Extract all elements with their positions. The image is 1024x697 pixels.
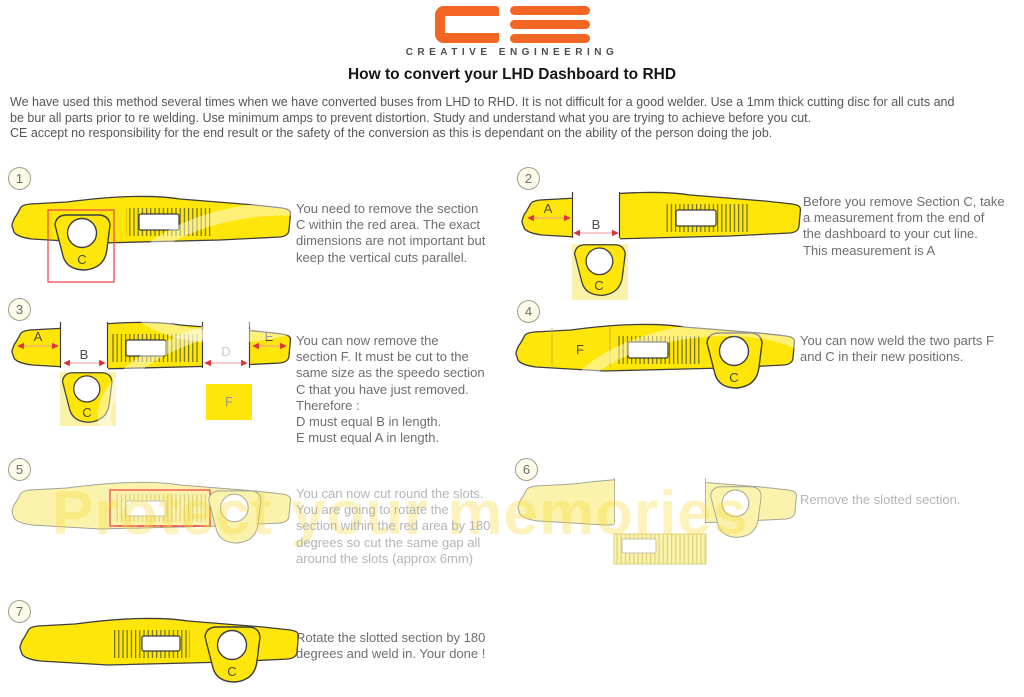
label-c: C [594, 278, 603, 293]
speedo-pod [710, 486, 762, 538]
logo-c-icon [434, 6, 499, 43]
label-f: F [576, 342, 584, 357]
step-5-text: You can now cut round the slots. You are… [296, 486, 491, 566]
radio-slot [138, 213, 180, 231]
step-2-badge: 2 [517, 167, 540, 190]
label-b: B [80, 347, 89, 362]
radio-slot [141, 635, 181, 652]
radio-slot [125, 500, 167, 517]
step-7-diagram: C [19, 617, 300, 683]
label-c: C [729, 370, 738, 385]
step-6-diagram [517, 476, 797, 565]
dashboard-body [521, 191, 802, 240]
radio-slot [125, 339, 167, 357]
ce-logo-icon [434, 6, 590, 43]
step-4-badge: 4 [517, 300, 540, 323]
label-c: C [227, 664, 236, 679]
red-cut-area [109, 489, 211, 527]
step-6-badge: 6 [515, 458, 538, 481]
step-4-text: You can now weld the two parts F and C i… [800, 333, 994, 365]
step-7-badge: 7 [8, 600, 31, 623]
page-title: How to convert your LHD Dashboard to RHD [347, 66, 677, 83]
red-cut-area [47, 209, 115, 283]
step-3-text: You can now remove the section F. It mus… [296, 333, 485, 446]
label-a: A [544, 201, 553, 216]
cut-gap [614, 476, 706, 526]
step-4-diagram: F C [515, 323, 796, 389]
step-2-text: Before you remove Section C, take a meas… [803, 194, 1005, 258]
label-b: B [592, 217, 601, 232]
step-1-text: You need to remove the section C within … [296, 201, 486, 265]
radio-slot [621, 538, 657, 554]
step-5-badge: 5 [8, 458, 31, 481]
radio-slot [627, 341, 669, 359]
label-c: C [82, 405, 91, 420]
brand-name: CREATIVE ENGINEERING [405, 47, 619, 58]
step-1-diagram: C [11, 195, 292, 283]
speedo-pod [208, 490, 262, 544]
logo-e-icon [509, 6, 590, 43]
step-5-diagram [11, 481, 291, 544]
label-c: C [77, 252, 86, 267]
radio-slot [675, 209, 717, 227]
step-3-badge: 3 [8, 298, 31, 321]
intro-text: We have used this method several times w… [10, 95, 955, 141]
step-6-text: Remove the slotted section. [800, 492, 961, 507]
step-1-badge: 1 [8, 167, 31, 190]
step-3-diagram: A B D E C F [11, 320, 292, 426]
header-logo: CREATIVE ENGINEERING [0, 6, 1024, 58]
step-7-text: Rotate the slotted section by 180 degree… [296, 630, 486, 662]
label-d: D [221, 344, 230, 359]
label-a: A [34, 329, 43, 344]
step-2-diagram: A B C [521, 190, 802, 300]
label-f: F [225, 394, 233, 409]
label-e: E [265, 329, 274, 344]
section-f-piece [206, 384, 252, 420]
